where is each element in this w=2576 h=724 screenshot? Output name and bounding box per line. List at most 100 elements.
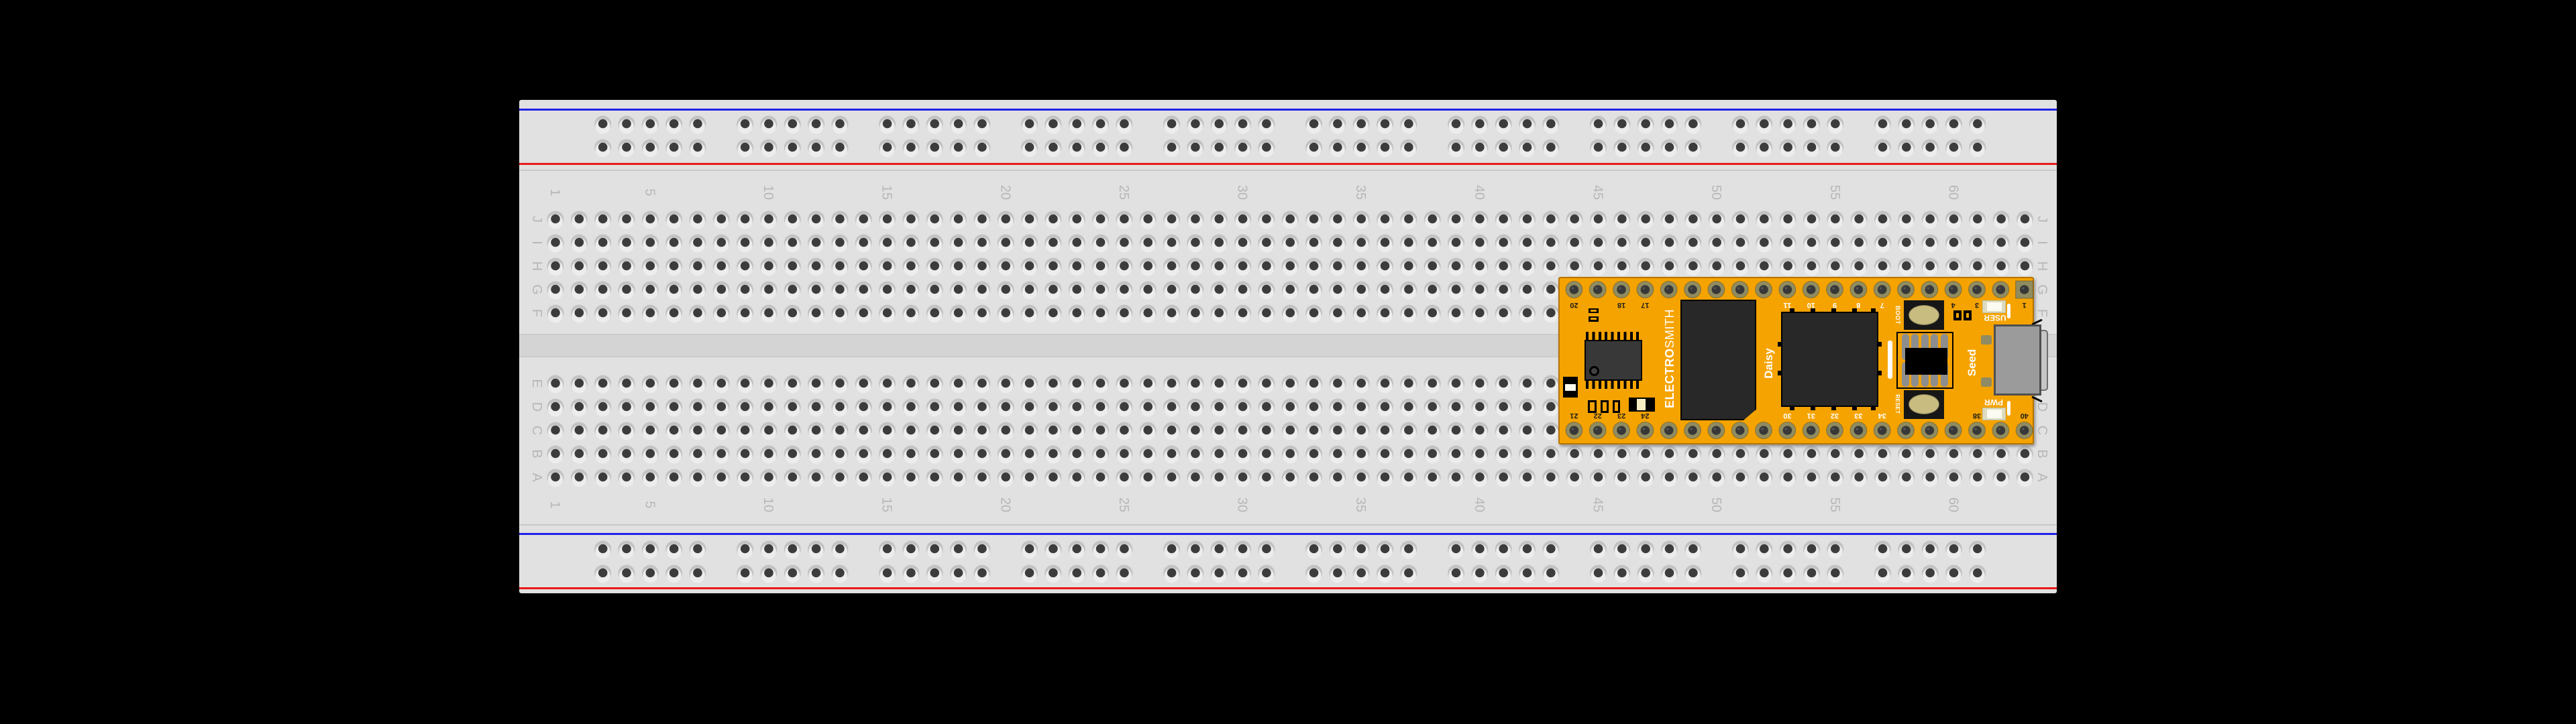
breadboard-hole[interactable] (950, 375, 967, 394)
breadboard-hole[interactable] (1352, 139, 1370, 158)
breadboard-hole[interactable] (1874, 257, 1891, 276)
breadboard-hole[interactable] (737, 281, 754, 300)
breadboard-hole[interactable] (1305, 115, 1323, 134)
breadboard-hole[interactable] (1377, 564, 1394, 583)
breadboard-hole[interactable] (1708, 234, 1725, 253)
breadboard-hole[interactable] (1519, 281, 1536, 300)
breadboard-hole[interactable] (1471, 469, 1489, 487)
breadboard-hole[interactable] (1803, 564, 1820, 583)
breadboard-hole[interactable] (1613, 540, 1631, 559)
breadboard-hole[interactable] (784, 375, 801, 394)
breadboard-hole[interactable] (997, 375, 1014, 394)
breadboard-hole[interactable] (1352, 210, 1370, 229)
breadboard-hole[interactable] (1163, 281, 1181, 300)
breadboard-hole[interactable] (973, 398, 991, 417)
breadboard-hole[interactable] (760, 281, 777, 300)
breadboard-hole[interactable] (1992, 234, 2010, 253)
breadboard-hole[interactable] (641, 257, 659, 276)
breadboard-hole[interactable] (665, 257, 683, 276)
breadboard-hole[interactable] (950, 304, 967, 323)
breadboard-hole[interactable] (1258, 564, 1275, 583)
breadboard-hole[interactable] (570, 422, 588, 440)
breadboard-hole[interactable] (1400, 234, 1417, 253)
breadboard-hole[interactable] (1163, 469, 1181, 487)
breadboard-hole[interactable] (1921, 257, 1939, 276)
breadboard-hole[interactable] (1352, 257, 1370, 276)
breadboard-hole[interactable] (1116, 422, 1133, 440)
breadboard-hole[interactable] (1921, 564, 1939, 583)
breadboard-hole[interactable] (1068, 234, 1085, 253)
breadboard-hole[interactable] (1258, 210, 1275, 229)
breadboard-hole[interactable] (1708, 210, 1725, 229)
breadboard-hole[interactable] (926, 564, 943, 583)
breadboard-hole[interactable] (1116, 469, 1133, 487)
breadboard-hole[interactable] (1874, 234, 1891, 253)
breadboard-hole[interactable] (1661, 564, 1678, 583)
breadboard-hole[interactable] (1352, 234, 1370, 253)
breadboard-hole[interactable] (1969, 564, 1986, 583)
breadboard-hole[interactable] (1044, 139, 1062, 158)
breadboard-hole[interactable] (1566, 469, 1583, 487)
breadboard-hole[interactable] (1519, 210, 1536, 229)
breadboard-hole[interactable] (1234, 139, 1252, 158)
breadboard-hole[interactable] (1210, 115, 1228, 134)
breadboard-hole[interactable] (879, 281, 896, 300)
breadboard-hole[interactable] (1021, 304, 1038, 323)
breadboard-hole[interactable] (1377, 422, 1394, 440)
breadboard-hole[interactable] (760, 422, 777, 440)
daisy-pin[interactable] (1636, 422, 1654, 439)
breadboard-hole[interactable] (547, 422, 564, 440)
breadboard-hole[interactable] (1542, 540, 1560, 559)
breadboard-hole[interactable] (689, 210, 706, 229)
breadboard-hole[interactable] (1187, 445, 1204, 464)
breadboard-hole[interactable] (689, 540, 706, 559)
breadboard-hole[interactable] (1424, 257, 1441, 276)
breadboard-hole[interactable] (665, 564, 683, 583)
breadboard-hole[interactable] (689, 422, 706, 440)
breadboard-hole[interactable] (1210, 540, 1228, 559)
breadboard-hole[interactable] (1495, 422, 1512, 440)
breadboard-hole[interactable] (1377, 257, 1394, 276)
breadboard-hole[interactable] (1400, 564, 1417, 583)
breadboard-hole[interactable] (1992, 210, 2010, 229)
breadboard-hole[interactable] (1163, 398, 1181, 417)
breadboard-hole[interactable] (1187, 422, 1204, 440)
breadboard-hole[interactable] (1637, 540, 1654, 559)
breadboard-hole[interactable] (879, 445, 896, 464)
breadboard-hole[interactable] (784, 540, 801, 559)
breadboard-hole[interactable] (1732, 234, 1749, 253)
breadboard-hole[interactable] (1044, 422, 1062, 440)
breadboard-hole[interactable] (618, 257, 635, 276)
breadboard-hole[interactable] (618, 234, 635, 253)
daisy-pin[interactable] (1684, 281, 1702, 298)
breadboard-hole[interactable] (1068, 375, 1085, 394)
breadboard-hole[interactable] (1139, 304, 1157, 323)
breadboard-hole[interactable] (1068, 304, 1085, 323)
breadboard-hole[interactable] (1756, 139, 1773, 158)
breadboard-hole[interactable] (1898, 210, 1915, 229)
breadboard-hole[interactable] (665, 398, 683, 417)
breadboard-hole[interactable] (855, 234, 872, 253)
breadboard-hole[interactable] (784, 210, 801, 229)
breadboard-hole[interactable] (689, 469, 706, 487)
breadboard-hole[interactable] (1187, 115, 1204, 134)
breadboard-hole[interactable] (1044, 257, 1062, 276)
daisy-pin[interactable] (1755, 422, 1773, 439)
breadboard-hole[interactable] (831, 469, 849, 487)
breadboard-hole[interactable] (1044, 445, 1062, 464)
breadboard-hole[interactable] (1448, 304, 1465, 323)
breadboard-hole[interactable] (855, 469, 872, 487)
breadboard-hole[interactable] (1448, 375, 1465, 394)
breadboard-hole[interactable] (570, 445, 588, 464)
breadboard-hole[interactable] (1519, 115, 1536, 134)
breadboard-hole[interactable] (1637, 234, 1654, 253)
breadboard-hole[interactable] (1661, 257, 1678, 276)
breadboard-hole[interactable] (1661, 540, 1678, 559)
breadboard-hole[interactable] (808, 564, 825, 583)
breadboard-hole[interactable] (831, 564, 849, 583)
breadboard-hole[interactable] (879, 234, 896, 253)
daisy-pin[interactable] (1944, 281, 1962, 298)
breadboard-hole[interactable] (2016, 234, 2033, 253)
breadboard-hole[interactable] (594, 445, 612, 464)
breadboard-hole[interactable] (1139, 469, 1157, 487)
